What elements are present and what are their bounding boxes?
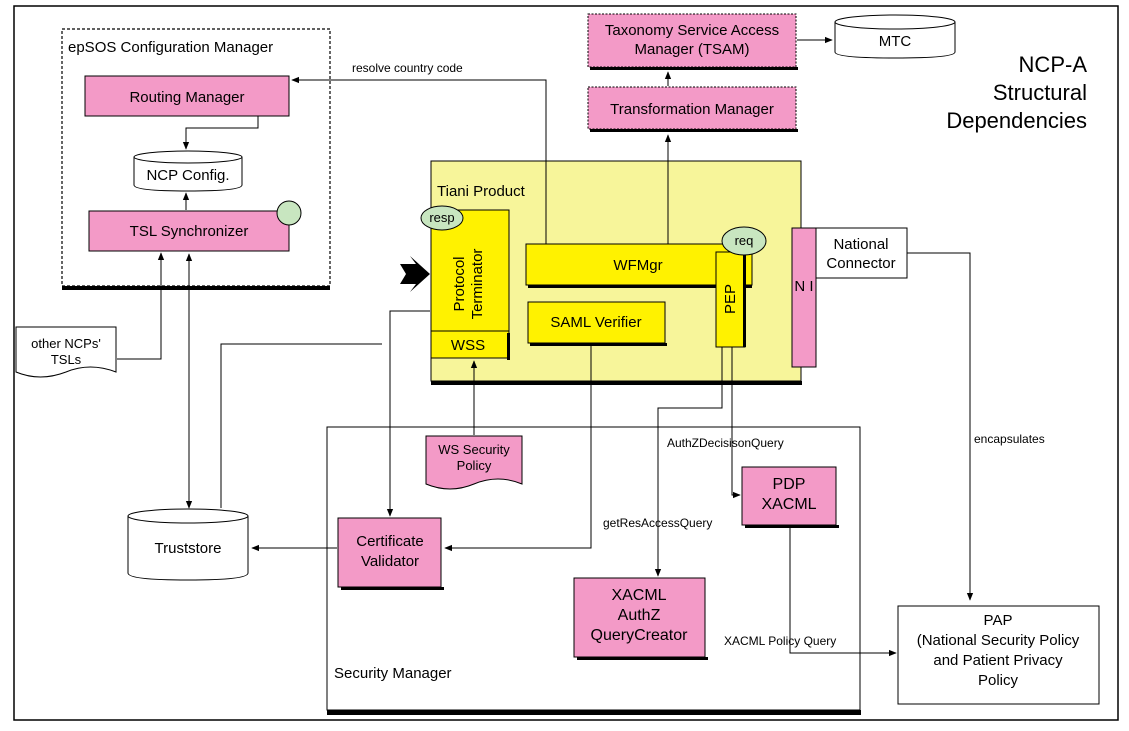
- svg-text:Manager (TSAM): Manager (TSAM): [634, 41, 749, 58]
- svg-text:and Patient Privacy: and Patient Privacy: [933, 652, 1063, 669]
- svg-text:XACML: XACML: [761, 496, 816, 513]
- svg-text:MTC: MTC: [879, 33, 912, 50]
- encapsulates-label: encapsulates: [974, 432, 1045, 446]
- mtc-db: MTC: [834, 14, 956, 59]
- pap-box: PAP (National Security Policy and Patien…: [897, 605, 1100, 705]
- config-manager-container: epSOS Configuration Manager: [61, 28, 331, 290]
- xacml-policy-query-label: XACML Policy Query: [724, 634, 836, 648]
- svg-text:PEP: PEP: [722, 284, 739, 314]
- svg-text:TSLs: TSLs: [51, 352, 82, 367]
- svg-text:TSL Synchronizer: TSL Synchronizer: [130, 223, 249, 240]
- svg-text:WSS: WSS: [451, 337, 485, 354]
- svg-text:AuthZ: AuthZ: [618, 607, 661, 624]
- svg-text:Transformation Manager: Transformation Manager: [610, 101, 774, 118]
- svg-text:Truststore: Truststore: [155, 540, 222, 557]
- ncp-config-db: NCP Config.: [133, 150, 243, 192]
- svg-text:PAP: PAP: [984, 612, 1013, 629]
- svg-text:Terminator: Terminator: [469, 249, 486, 320]
- tsl-synchronizer: TSL Synchronizer: [88, 210, 290, 252]
- svg-text:other NCPs': other NCPs': [31, 336, 101, 351]
- wfmgr-box: WFMgr: [525, 243, 753, 288]
- svg-text:Routing Manager: Routing Manager: [129, 89, 244, 106]
- req-ellipse: req: [721, 226, 767, 256]
- svg-text:PDP: PDP: [773, 476, 806, 493]
- svg-text:Certificate: Certificate: [356, 533, 424, 550]
- get-res-access-query-label: getResAccessQuery: [603, 516, 712, 530]
- svg-text:NCP-A: NCP-A: [1019, 52, 1088, 77]
- svg-text:Dependencies: Dependencies: [946, 108, 1087, 133]
- transformation-manager: Transformation Manager: [587, 86, 798, 132]
- svg-text:req: req: [735, 233, 754, 248]
- outer-frame: [13, 5, 1119, 721]
- truststore-db: Truststore: [127, 508, 249, 581]
- tiani-title: Tiani Product: [437, 183, 526, 200]
- wss-box: WSS: [430, 330, 510, 360]
- tsl-status-ellipse: [276, 200, 302, 226]
- svg-text:National: National: [833, 236, 888, 253]
- svg-text:Policy: Policy: [978, 672, 1019, 689]
- svg-text:Structural: Structural: [993, 80, 1087, 105]
- svg-text:Protocol: Protocol: [451, 256, 468, 311]
- config-manager-title: epSOS Configuration Manager: [68, 39, 273, 56]
- svg-text:Validator: Validator: [361, 553, 419, 570]
- routing-manager: Routing Manager: [84, 75, 290, 117]
- incoming-request-arrow-icon: [400, 256, 430, 292]
- svg-text:resp: resp: [429, 210, 454, 225]
- svg-text:WS Security: WS Security: [438, 442, 510, 457]
- svg-text:N I: N I: [794, 278, 813, 295]
- svg-text:Connector: Connector: [826, 255, 895, 272]
- svg-text:NCP Config.: NCP Config.: [146, 167, 229, 184]
- svg-text:Policy: Policy: [457, 458, 492, 473]
- ws-security-policy-document: WS Security Policy: [425, 435, 523, 490]
- diagram-title: NCP-A Structural Dependencies: [946, 52, 1087, 133]
- tsam-box: Taxonomy Service Access Manager (TSAM): [587, 13, 798, 70]
- resp-ellipse: resp: [420, 205, 464, 231]
- resolve-country-code-label: resolve country code: [352, 61, 463, 75]
- svg-text:SAML Verifier: SAML Verifier: [550, 314, 641, 331]
- other-tsls-document: other NCPs' TSLs: [15, 326, 117, 378]
- pep-box: PEP: [715, 251, 746, 348]
- svg-text:QueryCreator: QueryCreator: [591, 627, 689, 644]
- saml-verifier-box: SAML Verifier: [527, 301, 667, 346]
- svg-text:Taxonomy Service Access: Taxonomy Service Access: [605, 22, 779, 39]
- ni-interface: N I: [791, 227, 817, 368]
- certificate-validator-box: Certificate Validator: [337, 517, 444, 590]
- authz-decision-query-label: AuthZDecisisonQuery: [667, 436, 784, 450]
- xacml-authz-querycreator-box: XACML AuthZ QueryCreator: [573, 577, 708, 660]
- security-manager-title: Security Manager: [334, 665, 452, 682]
- national-connector-box: National Connector: [815, 227, 908, 279]
- svg-text:XACML: XACML: [611, 587, 666, 604]
- svg-text:WFMgr: WFMgr: [613, 257, 662, 274]
- svg-text:(National Security Policy: (National Security Policy: [917, 632, 1080, 649]
- pdp-xacml-box: PDP XACML: [741, 466, 839, 528]
